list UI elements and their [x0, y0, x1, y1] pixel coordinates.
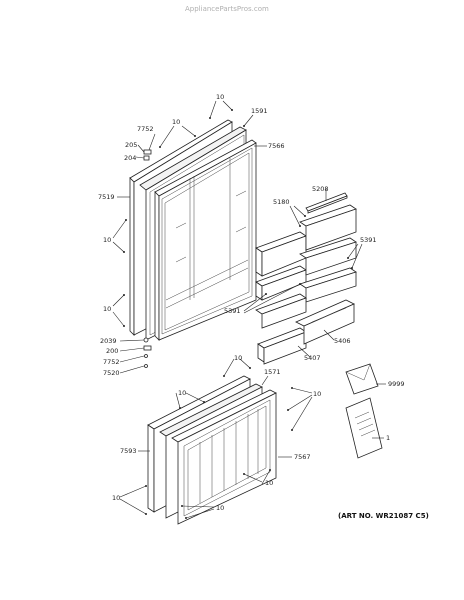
callout-10: 10	[172, 118, 180, 126]
callout-2039: 2039	[100, 337, 117, 345]
callout-205: 205	[125, 141, 137, 149]
lower-door-gasket	[171, 389, 277, 525]
callout-9999: 9999	[388, 380, 405, 388]
door-bin-bottom-large	[257, 327, 307, 365]
callout-7593: 7593	[120, 447, 137, 455]
art-number: (ART NO. WR21087 C5)	[338, 512, 429, 520]
callout-204: 204	[124, 154, 136, 162]
upper-liner-detail	[165, 158, 249, 309]
callout-7519: 7519	[98, 193, 115, 201]
callout-10: 10	[265, 479, 273, 487]
callout-1: 1	[386, 434, 390, 442]
watermark: AppliancePartsPros.com	[185, 5, 269, 13]
callout-5407: 5407	[304, 354, 321, 362]
door-bin-left-upper	[255, 231, 307, 277]
door-bin-bottom-right	[295, 299, 355, 345]
leader-lines	[112, 100, 386, 519]
callout-7567: 7567	[294, 453, 311, 461]
callout-10: 10	[103, 236, 111, 244]
callout-10: 10	[234, 354, 242, 362]
hinge-parts-bottom	[143, 337, 152, 368]
callout-5180: 5180	[273, 198, 290, 206]
callout-200: 200	[106, 347, 118, 355]
callout-10: 10	[103, 305, 111, 313]
top-rail-bar	[305, 192, 348, 214]
callout-10: 10	[313, 390, 321, 398]
callout-10: 10	[216, 93, 224, 101]
lower-liner-ribs	[199, 409, 259, 503]
callout-5391: 5391	[224, 307, 241, 315]
literature-envelope	[345, 363, 379, 395]
callout-1571: 1571	[264, 368, 281, 376]
callout-labels: 10 1591 7752 10 205 204 7566 7519 10 520…	[98, 93, 405, 512]
callout-10: 10	[216, 504, 224, 512]
door-bin-right-mid	[299, 237, 357, 303]
callout-10: 10	[112, 494, 120, 502]
callout-1591: 1591	[251, 107, 268, 115]
door-bin-right-upper	[299, 204, 357, 251]
callout-7752: 7752	[103, 358, 120, 366]
callout-10: 10	[178, 389, 186, 397]
hinge-parts-top	[143, 149, 152, 161]
callout-7566: 7566	[268, 142, 285, 150]
callout-5406: 5406	[334, 337, 351, 345]
callout-7520: 7520	[103, 369, 120, 377]
literature-booklet	[345, 397, 383, 459]
door-bin-left-lower	[255, 293, 307, 329]
callout-5391: 5391	[360, 236, 377, 244]
upper-door-gasket	[154, 139, 257, 341]
callout-5208: 5208	[312, 185, 329, 193]
callout-7752: 7752	[137, 125, 154, 133]
